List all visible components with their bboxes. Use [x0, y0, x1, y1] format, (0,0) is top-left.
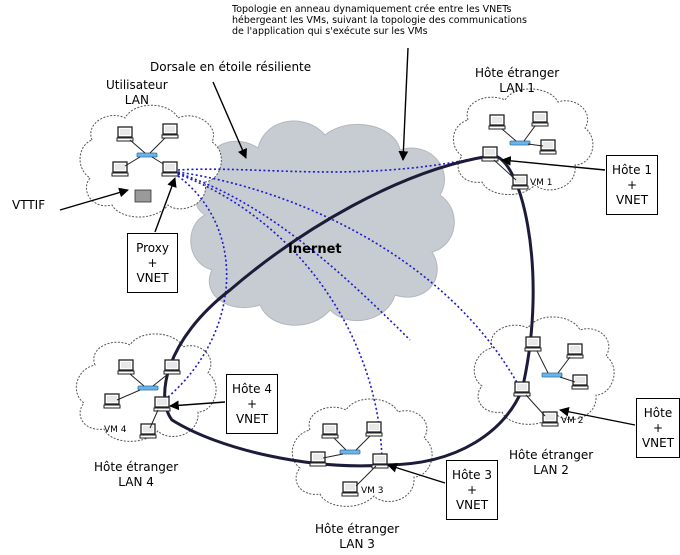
lan2-cloud [473, 316, 615, 425]
topology-note-line-1: Topologie en anneau dynamiquement crée e… [232, 4, 512, 15]
host2-box-line-1: Hôte [643, 405, 673, 420]
hub-icon [137, 385, 159, 391]
lan2-devices [513, 336, 589, 427]
vnet-host-icon [481, 146, 499, 162]
arrow-proxy [154, 177, 177, 233]
proxy-box-line-3: VNET [136, 270, 169, 285]
pc-icon [111, 161, 129, 177]
lan2-line-1: Hôte étranger [509, 448, 594, 462]
internet-label: Inernet [288, 242, 342, 257]
lan1-line-1: Hôte étranger [475, 66, 560, 80]
host4-box-line-1: Hôte 4 [232, 381, 272, 396]
vnet-host-icon [153, 396, 171, 412]
arrow-topology-note [398, 47, 409, 161]
lan2-line-2: LAN 2 [533, 463, 569, 477]
hub-icon [339, 449, 361, 455]
lan3-line-2: LAN 3 [339, 537, 375, 551]
proxy-pc-icon [161, 161, 179, 177]
arrow-host2 [559, 406, 636, 426]
user-lan-line-2: LAN [124, 93, 149, 107]
pc-icon [309, 451, 327, 467]
proxy-box-line-1: Proxy [136, 240, 169, 255]
user-lan-label: Utilisateur LAN [106, 78, 168, 108]
user-lan-cloud [79, 104, 222, 218]
vm-icon [139, 423, 157, 439]
pc-icon [161, 123, 179, 139]
host4-vnet-box: Hôte 4 + VNET [226, 374, 278, 434]
annotation-arrows [59, 47, 636, 484]
host4-box-line-2: + [246, 396, 258, 411]
pc-icon [524, 336, 542, 352]
vm-icon [341, 481, 359, 497]
printer-icon [134, 189, 152, 203]
arrow-host1 [501, 155, 606, 171]
user-lan-line-1: Utilisateur [106, 78, 168, 92]
pc-icon [117, 359, 135, 375]
lan3-label: Hôte étranger LAN 3 [315, 522, 399, 552]
pc-icon [539, 139, 557, 155]
lan4-label: Hôte étranger LAN 4 [94, 460, 178, 490]
host1-vnet-box: Hôte 1 + VNET [606, 155, 658, 215]
topology-note-line-2: hébergeant les VMs, suivant la topologie… [232, 15, 528, 26]
star-links [161, 154, 521, 463]
pc-icon [488, 114, 506, 130]
host3-box-line-3: VNET [455, 497, 489, 512]
topology-note: Topologie en anneau dynamiquement crée e… [232, 4, 527, 37]
lan1-devices [481, 111, 557, 190]
topology-note-line-3: de l'application qui s'exécute sur les V… [232, 26, 428, 37]
host1-box-line-3: VNET [615, 192, 649, 207]
lan1-label: Hôte étranger LAN 1 [475, 66, 559, 96]
host3-vnet-box: Hôte 3 + VNET [446, 460, 498, 520]
ring-topology [163, 154, 535, 468]
vttif-label: VTTIF [12, 198, 46, 212]
host3-box-line-2: + [466, 482, 478, 497]
backbone-label: Dorsale en étoile résiliente [150, 60, 312, 74]
proxy-box-line-2: + [147, 255, 158, 270]
arrow-backbone [212, 81, 247, 159]
user-lan-devices [111, 123, 179, 203]
pc-icon [103, 393, 121, 409]
host2-box-line-3: VNET [641, 435, 675, 450]
pc-icon [321, 423, 339, 439]
vnet-host-icon [371, 453, 389, 469]
arrow-vttif [59, 187, 129, 211]
link-to-lan1 [177, 154, 491, 173]
pc-icon [116, 126, 134, 142]
host3-box-line-1: Hôte 3 [452, 467, 492, 482]
pc-icon [365, 421, 383, 437]
lan4-devices [103, 359, 181, 439]
proxy-vnet-box: Proxy + VNET [127, 233, 178, 293]
link-to-lan3 [177, 173, 383, 463]
hub-icon [509, 140, 531, 146]
arrow-host4 [169, 400, 226, 411]
host4-box-line-3: VNET [235, 411, 269, 426]
hub-icon [541, 372, 563, 378]
host1-box-line-1: Hôte 1 [612, 162, 652, 177]
pc-icon [531, 111, 549, 127]
vm4-label: VM 4 [104, 425, 127, 435]
lan4-line-2: LAN 4 [118, 475, 154, 489]
vm-icon [511, 174, 529, 190]
lan3-devices [309, 421, 389, 497]
lan4-line-1: Hôte étranger [94, 460, 179, 474]
vm2-label: VM 2 [561, 416, 584, 426]
pc-icon [566, 343, 584, 359]
host2-vnet-box: Hôte + VNET [636, 398, 680, 458]
arrow-host3 [387, 462, 446, 484]
lan3-line-1: Hôte étranger [315, 522, 400, 536]
link-to-lan2 [177, 171, 521, 389]
lan1-line-2: LAN 1 [499, 81, 535, 95]
lan2-label: Hôte étranger LAN 2 [509, 448, 593, 478]
pc-icon [163, 359, 181, 375]
host2-box-line-2: + [652, 420, 664, 435]
hub-icon [136, 152, 158, 158]
host1-box-line-2: + [626, 177, 638, 192]
vnet-host-icon [513, 381, 531, 397]
vm-icon [541, 411, 559, 427]
vm1-label: VM 1 [530, 178, 553, 188]
vm3-label: VM 3 [361, 486, 384, 496]
